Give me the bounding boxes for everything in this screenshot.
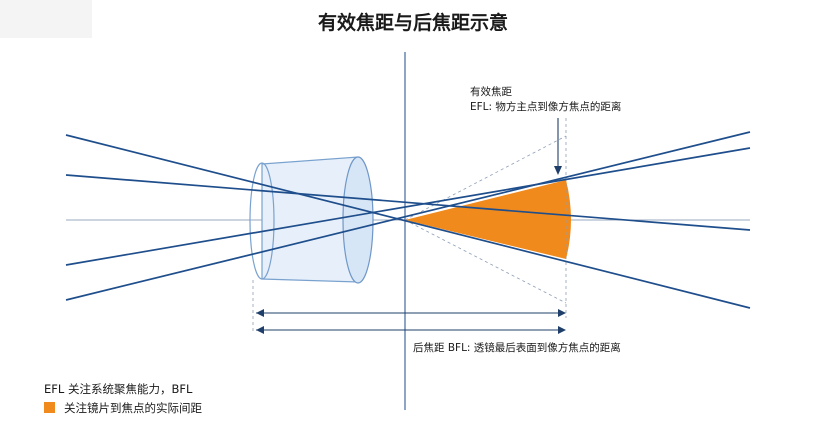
efl-label-title: 有效焦距 [470, 85, 512, 98]
light-rays [65, 131, 751, 309]
ray-1 [65, 134, 751, 309]
legend-line-1: EFL 关注系统聚焦能力，BFL [44, 382, 193, 396]
ray-4 [65, 131, 751, 301]
bfl-dimension [256, 326, 566, 334]
ray-3 [65, 147, 751, 266]
efl-dimension [256, 309, 566, 317]
dashed-upper-guide [404, 135, 567, 221]
lens [249, 156, 374, 284]
lens-front-face [342, 156, 374, 284]
ray-2 [65, 174, 751, 231]
efl-pointer-arrowhead [554, 166, 562, 175]
dashed-lower-guide [404, 219, 567, 304]
bfl-dimension-arrow-left [256, 326, 264, 334]
efl-label-desc: EFL: 物方主点到像方焦点的距离 [470, 100, 621, 113]
bfl-label: 后焦距 BFL: 透镜最后表面到像方焦点的距离 [413, 341, 621, 354]
diagram-title: 有效焦距与后焦距示意 [318, 11, 508, 34]
watermark-block [0, 0, 92, 38]
legend-line-2: 关注镜片到焦点的实际间距 [64, 401, 202, 415]
efl-dimension-arrow-right [558, 309, 566, 317]
focus-region [405, 180, 571, 259]
efl-dimension-arrow-left [256, 309, 264, 317]
legend-swatch [44, 402, 55, 413]
bfl-dimension-arrow-right [558, 326, 566, 334]
lens-rear-edge [249, 162, 275, 280]
